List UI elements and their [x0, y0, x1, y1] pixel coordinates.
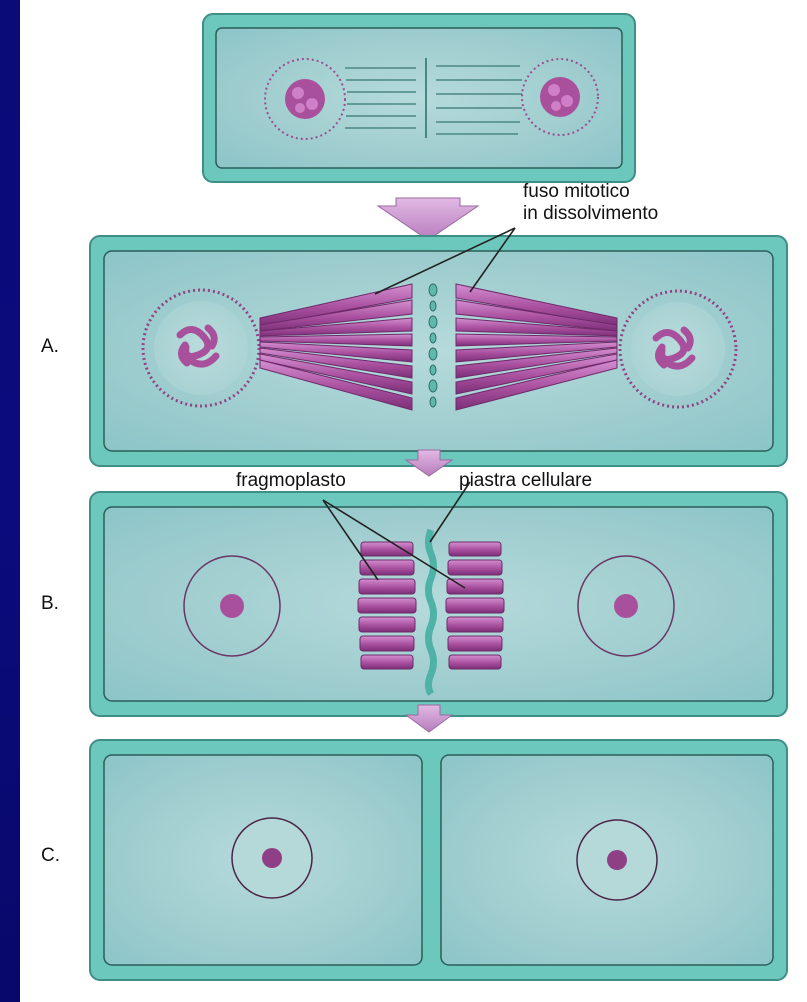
cell-b	[90, 482, 787, 716]
cell-c-right-nucleus	[577, 820, 657, 900]
mitosis-figure	[20, 0, 807, 1002]
panel-label-b: B.	[41, 593, 59, 615]
label-spindle-line1: fuso mitotico	[523, 181, 630, 203]
phragmoplast-left	[358, 542, 416, 669]
top-cell	[203, 14, 635, 182]
label-phragmoplast: fragmoplasto	[236, 470, 346, 492]
label-spindle-line2: in dissolvimento	[523, 203, 658, 225]
cell-c	[90, 740, 787, 980]
cell-c-left-nucleus	[232, 818, 312, 898]
label-cell-plate: piastra cellulare	[459, 470, 592, 492]
slide-canvas: fuso mitotico in dissolvimento fragmopla…	[20, 0, 807, 1002]
phragmoplast-right	[446, 542, 504, 669]
cell-a	[90, 228, 787, 466]
panel-label-a: A.	[41, 336, 59, 358]
panel-label-c: C.	[41, 845, 60, 867]
down-arrow-1	[378, 198, 478, 240]
cell-b-cytoplasm	[104, 507, 773, 701]
